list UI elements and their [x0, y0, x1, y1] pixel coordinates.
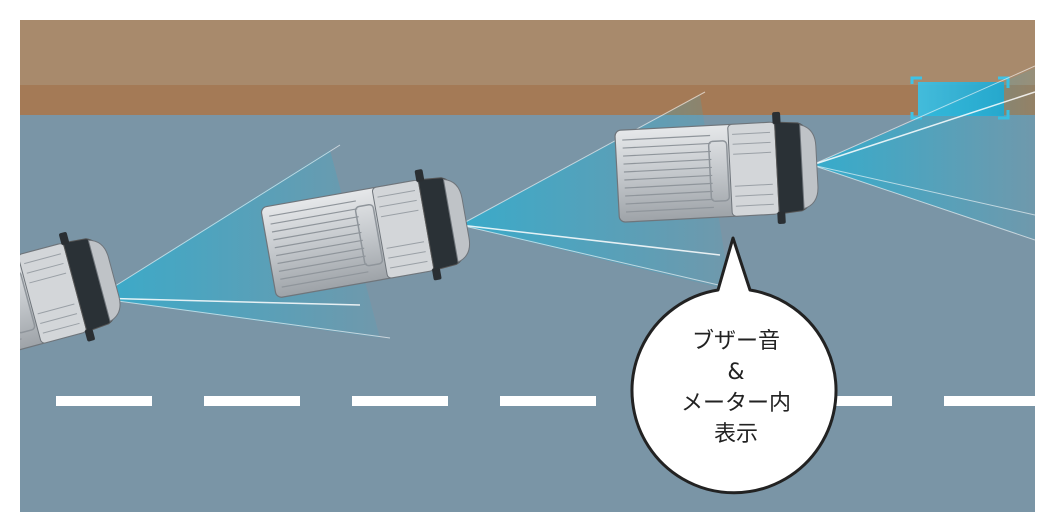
callout-line-ampersand: &	[727, 360, 745, 385]
callout-text: ブザー音 & メーター内 表示	[632, 326, 840, 450]
speech-bubble	[630, 236, 838, 495]
callout-line-buzzer: ブザー音	[691, 329, 780, 354]
lane-markings	[56, 396, 1035, 406]
callout-line-meter: メーター内	[680, 391, 791, 416]
background-wall	[20, 20, 1035, 85]
roadside-strip	[20, 85, 1035, 115]
callout-line-display: 表示	[713, 422, 758, 447]
sensor-beam-3	[811, 65, 1035, 241]
